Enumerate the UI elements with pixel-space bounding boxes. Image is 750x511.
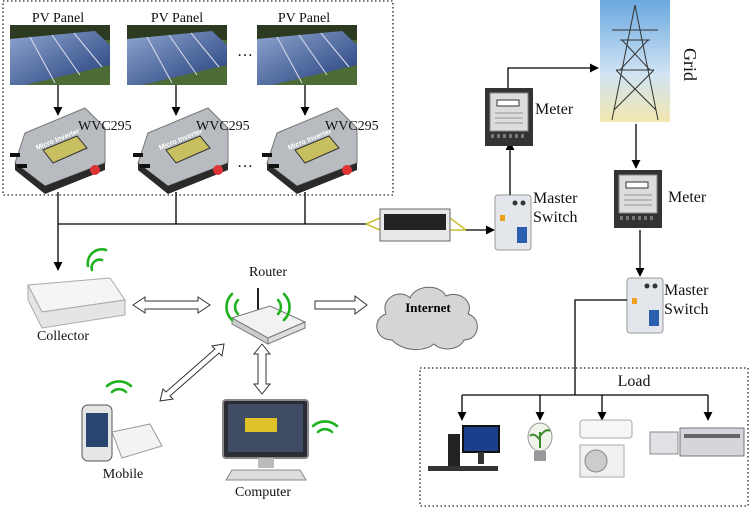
air-conditioner-load-image <box>579 419 633 478</box>
master-switch-2-label: Master <box>664 282 709 299</box>
collector-label: Collector <box>37 329 89 344</box>
grid-label: Grid <box>680 48 700 81</box>
master-switch-2-label-line2: Switch <box>664 301 708 318</box>
ac-bus-line <box>57 192 366 225</box>
pv-branch-1: PV Panel Micro Inverter WVC295 <box>9 11 132 195</box>
power-line-filter-image <box>365 208 467 242</box>
router-wifi-left-icon <box>225 292 240 322</box>
arrow-to-grid <box>507 63 599 88</box>
grid-tower-image <box>600 0 670 122</box>
router-computer-link-arrow <box>252 343 272 395</box>
meter-1-image <box>483 86 535 148</box>
pv-panel-label: PV Panel <box>278 11 330 26</box>
solar-panel-image <box>126 24 228 86</box>
collector-router-link-arrow <box>132 296 211 314</box>
mobile-image <box>81 404 163 462</box>
light-bulb-load-image <box>527 422 553 461</box>
meter-2-label: Meter <box>668 189 707 206</box>
pv-panel-label: PV Panel <box>32 11 84 26</box>
collector-wifi-icon <box>86 248 108 272</box>
master-switch-2-image <box>626 277 664 334</box>
mobile-label: Mobile <box>103 467 143 482</box>
load-label: Load <box>618 373 651 390</box>
master-switch-1-label-line2: Switch <box>533 209 577 226</box>
collector-image <box>27 277 126 329</box>
router-wifi-right-icon <box>276 292 291 322</box>
printer-load-image <box>649 427 745 457</box>
mobile-wifi-icon <box>105 380 133 394</box>
computer-image <box>222 399 309 481</box>
desktop-load-image <box>428 425 500 471</box>
router-label: Router <box>249 265 287 280</box>
router-image <box>230 288 307 345</box>
computer-label: Computer <box>235 485 291 500</box>
inverter-model-label: WVC295 <box>325 119 379 134</box>
solar-panel-image <box>256 24 358 86</box>
more-inverters-ellipsis: … <box>237 154 253 171</box>
pv-branch-2: PV Panel Micro Inverter WVC295 <box>126 11 250 195</box>
internet-label: Internet <box>405 300 451 315</box>
meter-1-label: Meter <box>535 101 574 118</box>
inverter-model-label: WVC295 <box>78 119 132 134</box>
pv-panel-label: PV Panel <box>151 11 203 26</box>
master-switch-1-label: Master <box>533 190 578 207</box>
router-internet-arrow <box>314 295 368 315</box>
master-switch-1-image <box>494 194 532 251</box>
computer-wifi-icon <box>311 420 339 434</box>
more-panels-ellipsis: … <box>237 43 253 60</box>
solar-panel-image <box>9 24 111 86</box>
meter-2-image <box>612 168 664 230</box>
router-mobile-link-arrow <box>159 343 225 402</box>
pv-branch-3: PV Panel Micro Inverter WVC295 <box>256 11 379 195</box>
load-boundary <box>419 367 749 507</box>
inverter-model-label: WVC295 <box>196 119 250 134</box>
load-feed-line <box>574 299 627 395</box>
internet-cloud-icon <box>376 286 478 350</box>
